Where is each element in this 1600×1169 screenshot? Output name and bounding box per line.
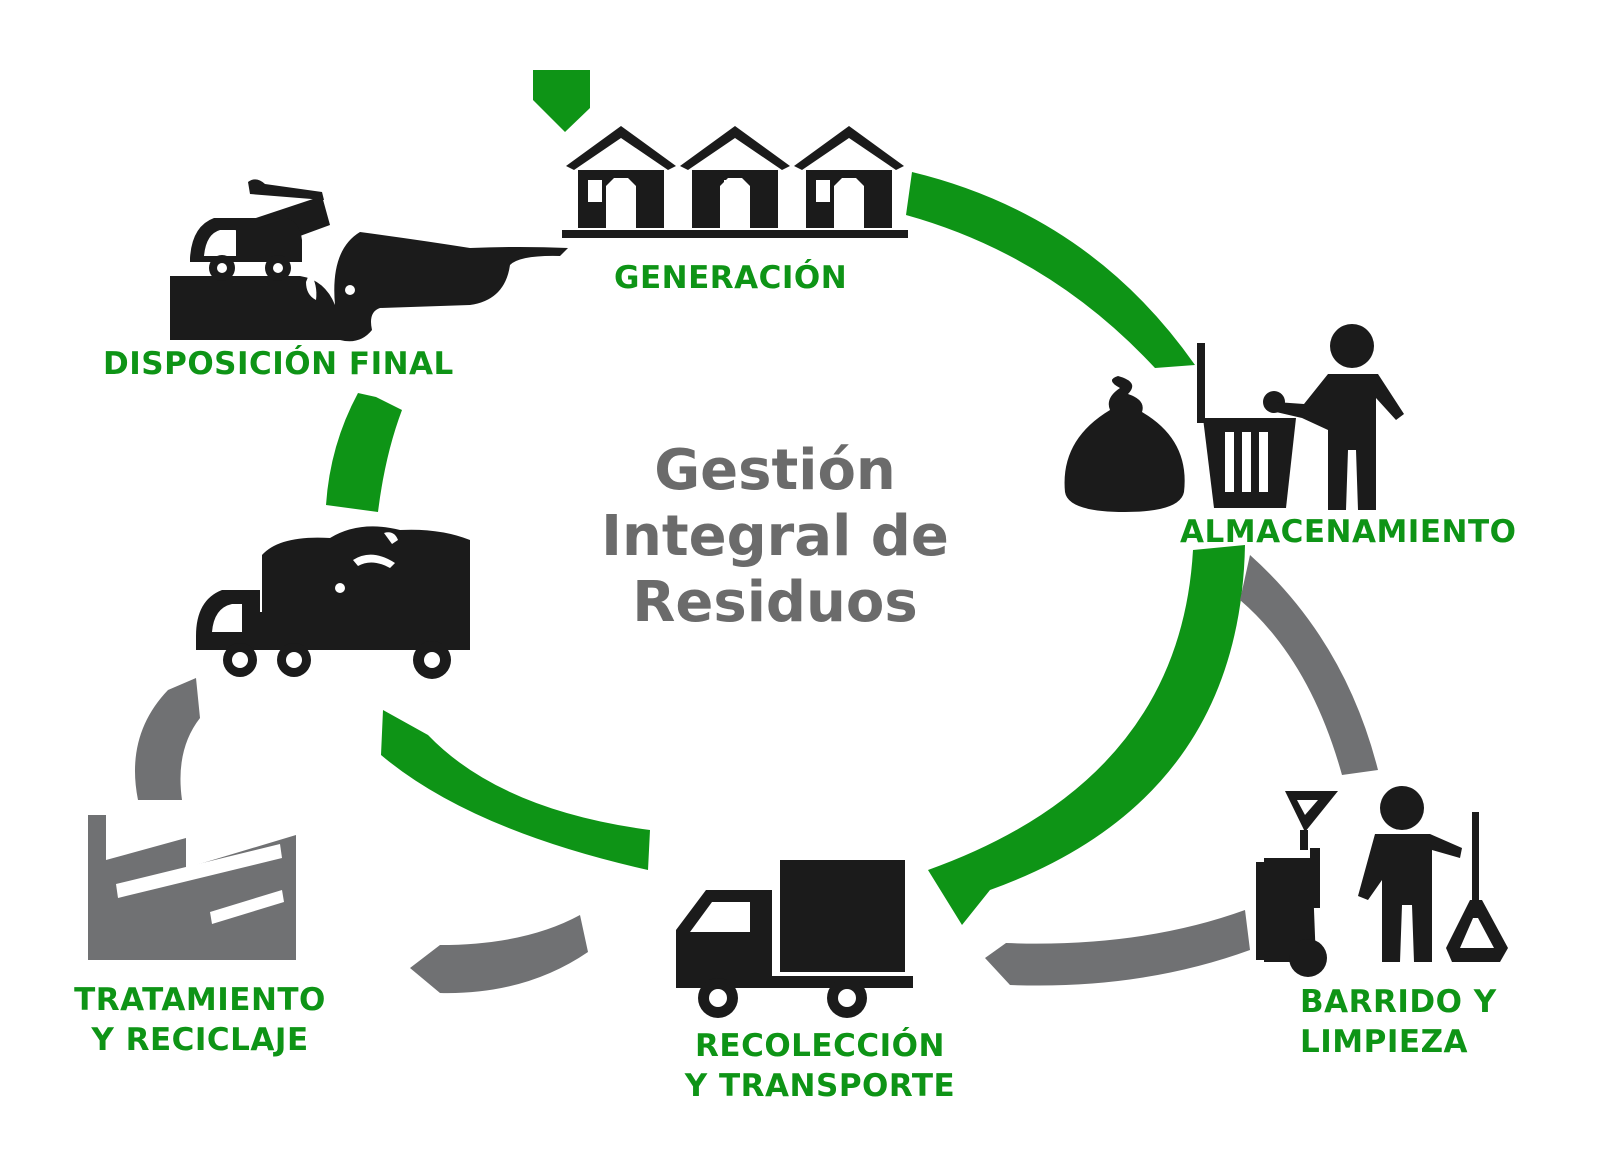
center-title-line-1: Gestión bbox=[654, 438, 896, 503]
label-barrido-line-2: LIMPIEZA bbox=[1300, 1024, 1469, 1060]
arrow-recoleccion-to-tratamiento bbox=[410, 915, 588, 994]
label-tratamiento: TRATAMIENTO Y RECICLAJE bbox=[60, 980, 340, 1060]
label-tratamiento-line-1: TRATAMIENTO bbox=[74, 982, 326, 1018]
street-sweeper-icon bbox=[1256, 786, 1508, 977]
arrow-barrido-to-recoleccion bbox=[985, 910, 1250, 986]
arrow-almacenamiento-to-recoleccion bbox=[928, 545, 1245, 925]
arrow-entry-generacion bbox=[533, 70, 590, 132]
garbage-truck-icon bbox=[196, 526, 470, 679]
houses-icon bbox=[562, 126, 908, 238]
delivery-truck-icon bbox=[676, 860, 913, 1018]
arrow-tratamiento-to-transporte bbox=[134, 678, 200, 800]
label-recoleccion-line-2: Y TRANSPORTE bbox=[684, 1068, 956, 1104]
arrow-recoleccion-to-transporte bbox=[381, 710, 650, 870]
arrow-almacenamiento-to-barrido bbox=[1240, 555, 1378, 775]
landfill-bulldozer-icon bbox=[170, 179, 568, 342]
recycling-plant-icon bbox=[88, 808, 296, 960]
center-title-line-3: Residuos bbox=[632, 570, 918, 635]
person-trash-bag-icon bbox=[1064, 324, 1404, 512]
label-barrido: BARRIDO Y LIMPIEZA bbox=[1300, 982, 1497, 1062]
arrow-generacion-to-almacenamiento bbox=[906, 172, 1195, 368]
cycle-arrows bbox=[134, 70, 1378, 994]
label-recoleccion-line-1: RECOLECCIÓN bbox=[695, 1028, 945, 1064]
center-title-line-2: Integral de bbox=[601, 504, 949, 569]
label-recoleccion: RECOLECCIÓN Y TRANSPORTE bbox=[680, 1026, 960, 1106]
center-title: Gestión Integral de Residuos bbox=[560, 438, 990, 636]
label-disposicion: DISPOSICIÓN FINAL bbox=[103, 344, 454, 384]
label-disposicion-line-1: DISPOSICIÓN FINAL bbox=[103, 346, 454, 382]
label-almacenamiento: ALMACENAMIENTO bbox=[1180, 512, 1516, 552]
label-tratamiento-line-2: Y RECICLAJE bbox=[91, 1022, 309, 1058]
label-almacenamiento-line-1: ALMACENAMIENTO bbox=[1180, 514, 1517, 550]
arrow-transporte-to-disposicion bbox=[326, 393, 402, 512]
label-generacion: GENERACIÓN bbox=[614, 258, 847, 298]
label-barrido-line-1: BARRIDO Y bbox=[1300, 984, 1497, 1020]
label-generacion-line-1: GENERACIÓN bbox=[614, 260, 848, 296]
